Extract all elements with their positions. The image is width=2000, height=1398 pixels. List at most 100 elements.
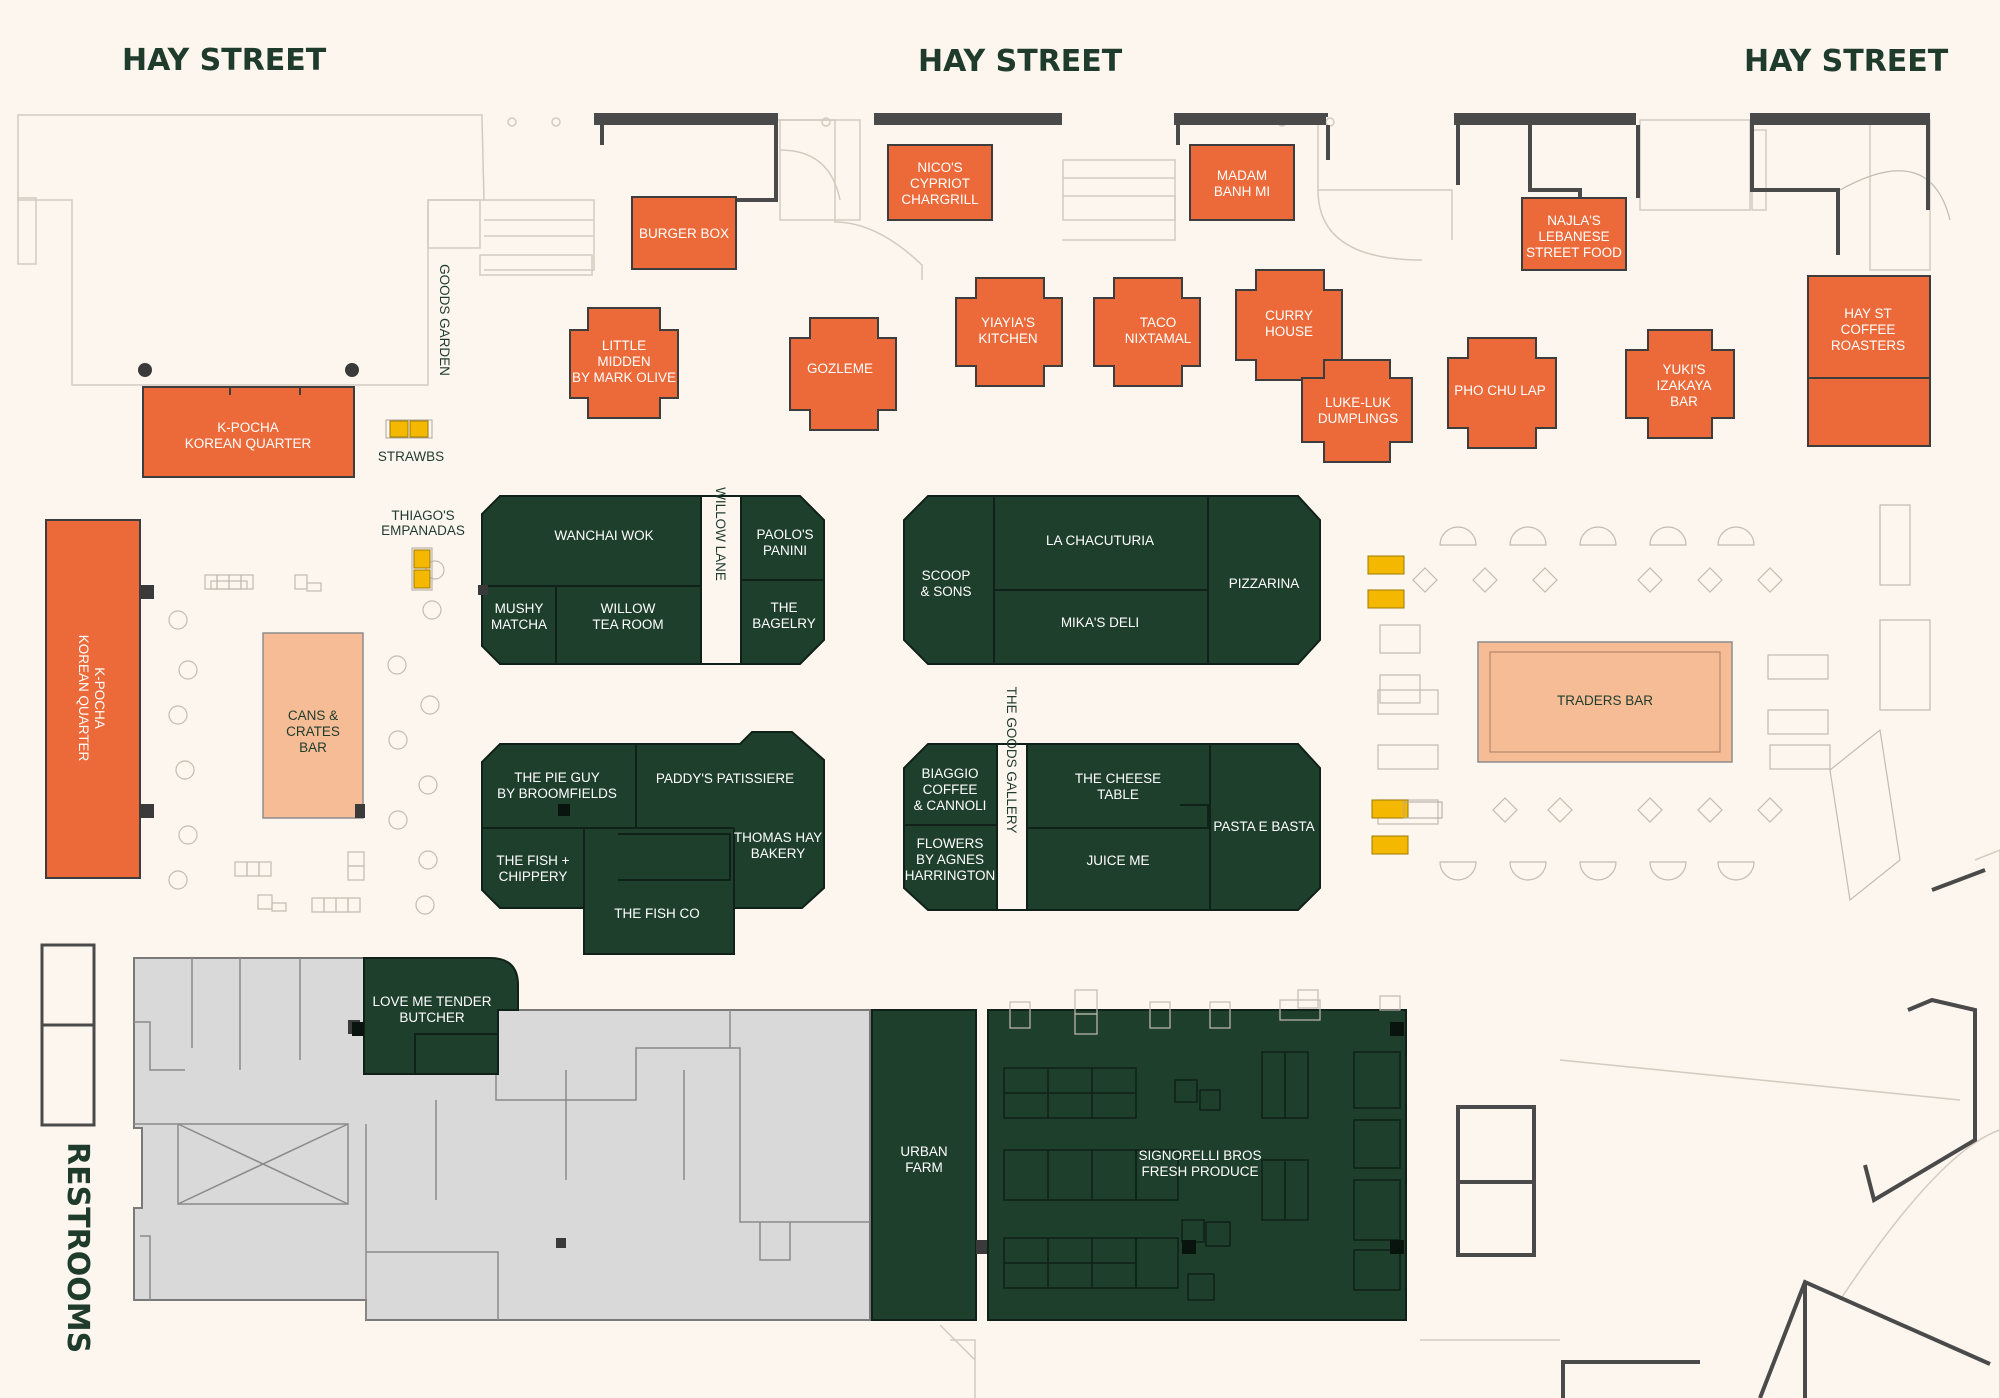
svg-text:TRADERS BAR: TRADERS BAR	[1557, 693, 1653, 708]
stall-yiayias-kitchen[interactable]: YIAYIA'S KITCHEN	[955, 277, 1063, 387]
svg-text:THE FISH CO: THE FISH CO	[614, 906, 700, 921]
svg-text:STRAWBS: STRAWBS	[378, 449, 444, 464]
svg-text:PASTA E BASTA: PASTA E BASTA	[1213, 819, 1314, 834]
svg-text:URBAN: URBAN	[900, 1144, 947, 1159]
street-label-left: HAY STREET	[122, 43, 327, 78]
stall-wanchai-wok[interactable]: WANCHAI WOK	[554, 528, 653, 543]
stall-yukis-izakaya-bar[interactable]: YUKI'S IZAKAYA BAR	[1625, 329, 1735, 439]
stall-scoop-and-sons[interactable]: SCOOP & SONS	[920, 568, 971, 599]
svg-text:PIZZARINA: PIZZARINA	[1229, 576, 1300, 591]
svg-text:YIAYIA'S: YIAYIA'S	[981, 315, 1035, 330]
willow-lane-label: WILLOW LANE	[713, 487, 728, 581]
svg-text:LA CHACUTURIA: LA CHACUTURIA	[1046, 533, 1154, 548]
stall-thomas-hay-bakery[interactable]: THOMAS HAY BAKERY	[734, 830, 822, 861]
yellow-marker-group	[1367, 555, 1443, 855]
block-pie-guy	[481, 731, 825, 955]
svg-text:SIGNORELLI BROS: SIGNORELLI BROS	[1138, 1148, 1261, 1163]
svg-text:BAR: BAR	[299, 740, 327, 755]
stall-taco-nixtamal[interactable]: TACO NIXTAMAL	[1093, 277, 1201, 387]
stall-la-chacuturia[interactable]: LA CHACUTURIA	[1046, 533, 1154, 548]
block-la-chacuturia	[903, 495, 1321, 665]
svg-text:DUMPLINGS: DUMPLINGS	[1318, 411, 1398, 426]
stall-thiagos-empanadas[interactable]: THIAGO'S EMPANADAS	[381, 508, 465, 591]
svg-text:FLOWERS: FLOWERS	[917, 836, 984, 851]
stall-strawbs[interactable]: STRAWBS	[378, 419, 444, 464]
svg-text:LEBANESE: LEBANESE	[1538, 229, 1609, 244]
svg-text:K-POCHA: K-POCHA	[217, 420, 279, 435]
svg-text:BAKERY: BAKERY	[751, 846, 806, 861]
post-marker	[138, 363, 152, 377]
svg-text:KOREAN QUARTER: KOREAN QUARTER	[185, 436, 312, 451]
seating-areas	[168, 504, 1931, 915]
svg-text:JUICE ME: JUICE ME	[1086, 853, 1149, 868]
stall-mikas-deli[interactable]: MIKA'S DELI	[1061, 615, 1139, 630]
stall-burger-box[interactable]: BURGER BOX	[631, 196, 737, 270]
stall-the-bagelry[interactable]: THE BAGELRY	[752, 600, 816, 631]
stall-k-pocha-top[interactable]: K-POCHA KOREAN QUARTER	[142, 386, 355, 478]
stall-juice-me[interactable]: JUICE ME	[1086, 853, 1149, 868]
svg-text:CHARGRILL: CHARGRILL	[901, 192, 979, 207]
svg-text:BUTCHER: BUTCHER	[399, 1010, 465, 1025]
svg-text:THOMAS HAY: THOMAS HAY	[734, 830, 822, 845]
stall-nicos-cypriot-chargrill[interactable]: NICO'S CYPRIOT CHARGRILL	[887, 144, 993, 221]
stall-mushy-matcha[interactable]: MUSHY MATCHA	[491, 601, 547, 632]
stall-flowers-by-agnes-harrington[interactable]: FLOWERS BY AGNES HARRINGTON	[905, 836, 996, 883]
svg-text:MIDDEN: MIDDEN	[597, 354, 650, 369]
svg-text:COFFEE: COFFEE	[1841, 322, 1896, 337]
stall-paolos-panini[interactable]: PAOLO'S PANINI	[756, 527, 813, 558]
svg-text:PADDY'S PATISSIERE: PADDY'S PATISSIERE	[656, 771, 794, 786]
svg-text:MIKA'S DELI: MIKA'S DELI	[1061, 615, 1139, 630]
post-marker	[345, 363, 359, 377]
stall-the-pie-guy[interactable]: THE PIE GUY BY BROOMFIELDS	[497, 770, 617, 801]
svg-text:BAR: BAR	[1670, 394, 1698, 409]
svg-text:HARRINGTON: HARRINGTON	[905, 868, 996, 883]
stall-biaggio-coffee-and-cannoli[interactable]: BIAGGIO COFFEE & CANNOLI	[914, 766, 987, 813]
stall-signorelli-bros-fresh-produce[interactable]: SIGNORELLI BROS FRESH PRODUCE	[987, 1009, 1407, 1321]
stall-hay-st-coffee-roasters[interactable]: HAY ST COFFEE ROASTERS	[1807, 275, 1931, 447]
svg-text:K-POCHA: K-POCHA	[92, 667, 107, 729]
stall-urban-farm[interactable]: URBAN FARM	[871, 1009, 988, 1321]
svg-text:CYPRIOT: CYPRIOT	[910, 176, 970, 191]
stall-paddys-patissiere[interactable]: PADDY'S PATISSIERE	[656, 771, 794, 786]
stall-the-fish-co[interactable]: THE FISH CO	[614, 906, 700, 921]
street-label-right: HAY STREET	[1744, 44, 1949, 79]
svg-text:BY MARK OLIVE: BY MARK OLIVE	[572, 370, 676, 385]
stall-love-me-tender-butcher[interactable]: LOVE ME TENDER BUTCHER	[352, 957, 519, 1075]
street-label-center: HAY STREET	[918, 44, 1123, 79]
goods-garden-label: GOODS GARDEN	[437, 264, 452, 376]
svg-text:LITTLE: LITTLE	[602, 338, 646, 353]
svg-text:THIAGO'S: THIAGO'S	[391, 508, 454, 523]
bar-traders[interactable]: TRADERS BAR	[1477, 641, 1733, 763]
svg-text:PANINI: PANINI	[763, 543, 807, 558]
stall-k-pocha-side[interactable]: K-POCHA KOREAN QUARTER	[45, 519, 154, 879]
stall-gozleme[interactable]: GOZLEME	[789, 317, 897, 431]
svg-text:STREET FOOD: STREET FOOD	[1526, 245, 1622, 260]
svg-text:BURGER BOX: BURGER BOX	[639, 226, 729, 241]
stall-the-cheese-table[interactable]: THE CHEESE TABLE	[1075, 771, 1161, 802]
svg-text:FRESH PRODUCE: FRESH PRODUCE	[1141, 1164, 1258, 1179]
bar-cans-and-crates[interactable]: CANS & CRATES BAR	[262, 632, 365, 819]
svg-text:NAJLA'S: NAJLA'S	[1547, 213, 1601, 228]
svg-text:THE PIE GUY: THE PIE GUY	[514, 770, 600, 785]
stall-madam-banh-mi[interactable]: MADAM BANH MI	[1189, 144, 1295, 221]
stall-little-midden[interactable]: LITTLE MIDDEN BY MARK OLIVE	[569, 307, 679, 419]
background-architecture	[17, 114, 2000, 1398]
stall-pho-chu-lap[interactable]: PHO CHU LAP	[1447, 337, 1557, 449]
stall-willow-tea-room[interactable]: WILLOW TEA ROOM	[592, 601, 663, 632]
stall-luke-luk-dumplings[interactable]: LUKE-LUK DUMPLINGS	[1301, 359, 1413, 463]
svg-text:GOZLEME: GOZLEME	[807, 361, 873, 376]
perimeter-walls	[40, 113, 1991, 1398]
restrooms-label[interactable]: RESTROOMS	[60, 1142, 95, 1353]
svg-text:NICO'S: NICO'S	[917, 160, 962, 175]
stall-curry-house[interactable]: CURRY HOUSE	[1235, 269, 1343, 381]
svg-text:LOVE ME TENDER: LOVE ME TENDER	[372, 994, 491, 1009]
stall-pizzarina[interactable]: PIZZARINA	[1229, 576, 1300, 591]
svg-text:HAY ST: HAY ST	[1844, 306, 1892, 321]
svg-text:WANCHAI WOK: WANCHAI WOK	[554, 528, 653, 543]
stall-the-fish-and-chippery[interactable]: THE FISH + CHIPPERY	[496, 853, 569, 884]
stall-najlas-lebanese-street-food[interactable]: NAJLA'S LEBANESE STREET FOOD	[1521, 197, 1627, 271]
svg-text:HOUSE: HOUSE	[1265, 324, 1313, 339]
svg-text:IZAKAYA: IZAKAYA	[1656, 378, 1711, 393]
stall-pasta-e-basta[interactable]: PASTA E BASTA	[1213, 819, 1314, 834]
